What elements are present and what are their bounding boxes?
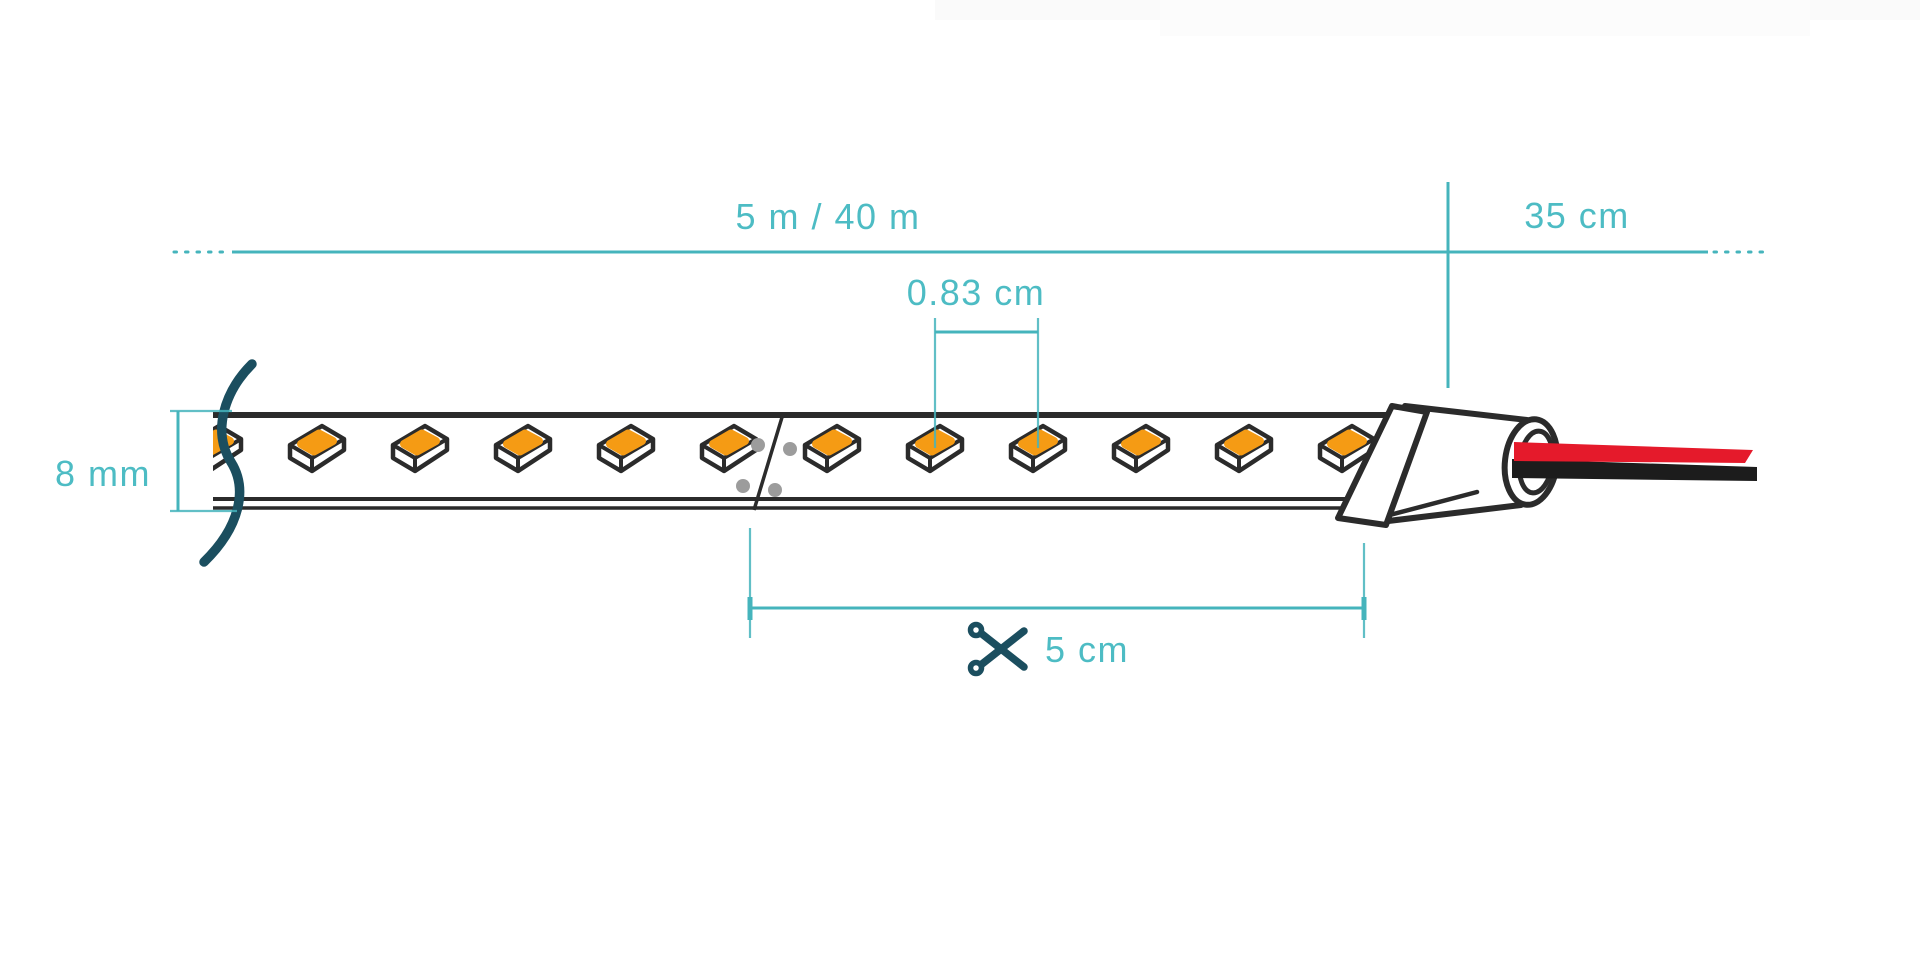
dimension-total-length: 5 m / 40 m 35 cm — [172, 182, 1772, 388]
width-label: 8 mm — [55, 453, 151, 494]
sleeve-top-edge — [1402, 403, 1530, 423]
end-sleeve — [1377, 403, 1757, 525]
wire-black — [1512, 459, 1757, 481]
wire-red — [1514, 442, 1753, 463]
cut-line — [752, 413, 785, 511]
led-chip — [496, 426, 550, 471]
end-clamp — [1335, 403, 1430, 528]
pitch-label: 0.83 cm — [907, 272, 1046, 313]
dimension-lead-label: 35 cm — [1524, 195, 1630, 236]
led-chip — [393, 426, 447, 471]
scissors-icon — [967, 621, 1028, 677]
led-chip — [805, 426, 859, 471]
led-chip — [290, 426, 344, 471]
solder-pad — [783, 442, 797, 456]
sleeve-bottom-edge — [1377, 502, 1524, 525]
strip-inside-sleeve — [1383, 489, 1480, 519]
solder-pad — [768, 483, 782, 497]
break-mark-icon — [199, 359, 257, 567]
top-right-artifact-bar-2 — [1160, 0, 1810, 36]
cut-label: 5 cm — [1045, 629, 1129, 670]
led-chip — [1217, 426, 1271, 471]
solder-pad — [736, 479, 750, 493]
led-chip — [599, 426, 653, 471]
led-strip — [213, 412, 1420, 511]
led-chip — [1114, 426, 1168, 471]
dimension-total-length-label: 5 m / 40 m — [735, 196, 920, 237]
dimension-cut-interval: 5 cm — [747, 528, 1367, 677]
dimension-strip-width: 8 mm — [55, 409, 237, 513]
solder-pad — [751, 438, 765, 452]
dimension-led-pitch: 0.83 cm — [907, 272, 1046, 448]
led-chip — [702, 426, 756, 471]
